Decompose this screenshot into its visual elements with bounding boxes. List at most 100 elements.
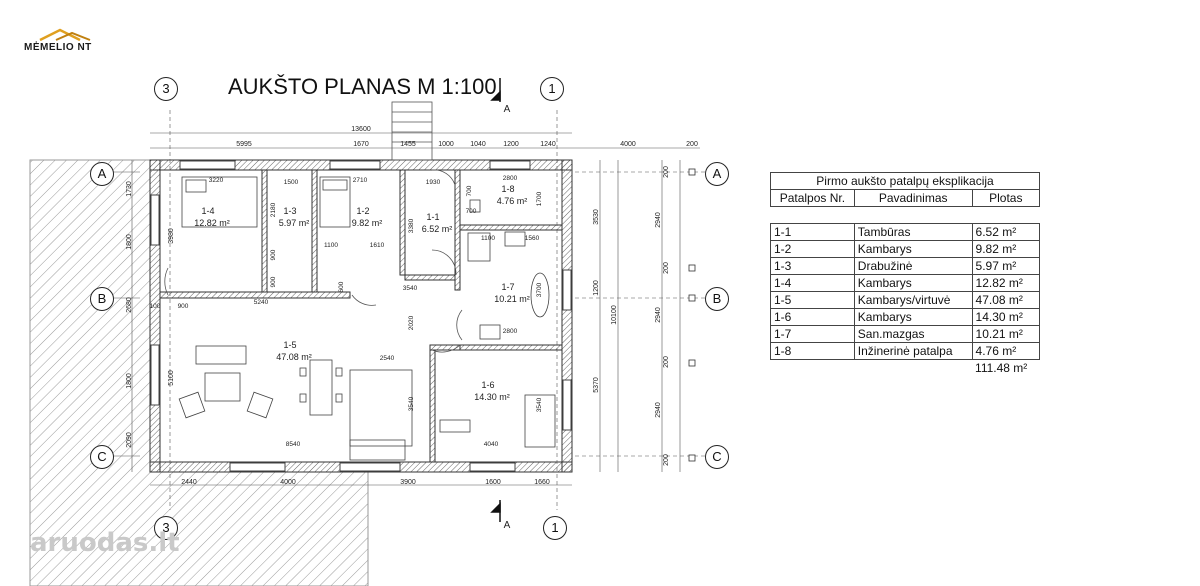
axis-row-a-left: A: [90, 162, 114, 186]
dimension-label: 5100: [168, 370, 175, 386]
room-number-cell: 1-8: [770, 342, 855, 360]
dimension-label: 2940: [655, 307, 662, 323]
room-name-cell: San.mazgas: [853, 325, 973, 343]
furniture: [178, 176, 556, 461]
dimension-label: 2680: [126, 297, 133, 313]
dimension-label: 2710: [353, 177, 368, 184]
dimension-label: 8540: [286, 441, 301, 448]
room-area-label: 14.30 m²: [474, 392, 510, 402]
room-name-cell: Tambūras: [853, 223, 973, 241]
dimension-label: 1800: [126, 373, 133, 389]
column-header: Plotas: [971, 189, 1041, 207]
room-area-cell: 5.97 m²: [971, 257, 1041, 275]
room-area-cell: 14.30 m²: [971, 308, 1041, 326]
dimension-label: 1610: [370, 242, 385, 249]
company-logo: MĖMELIO NT: [24, 28, 114, 58]
dimension-label: 3540: [408, 396, 415, 411]
room-area-label: 6.52 m²: [422, 224, 453, 234]
dimension-label: 1000: [438, 141, 454, 148]
section-mark-label: A: [504, 104, 511, 115]
dimension-label: 900: [270, 249, 277, 260]
room-area-cell: 6.52 m²: [971, 223, 1041, 241]
room-name-cell: Drabužinė: [853, 257, 973, 275]
aruodas-watermark: aruodas.lt: [30, 528, 180, 558]
entrance-steps: [391, 101, 433, 161]
dimension-label: 5240: [254, 299, 269, 306]
dimension-label: 3540: [403, 285, 418, 292]
dimension-label: 1930: [426, 179, 441, 186]
dimension-label: 2540: [380, 355, 395, 362]
dimension-label: 600: [338, 281, 345, 292]
dimension-label: 3980: [168, 228, 175, 244]
room-area-cell: 10.21 m²: [971, 325, 1041, 343]
axis-row-b-left: B: [90, 287, 114, 311]
dimension-label: 1700: [536, 191, 543, 206]
dimension-label: 2090: [126, 432, 133, 448]
dimension-label: 2940: [655, 402, 662, 418]
dimension-label: 10100: [611, 305, 618, 325]
dimension-label: 5370: [593, 377, 600, 393]
dimension-label: 1200: [503, 141, 519, 148]
room-number-cell: 1-2: [770, 240, 855, 258]
door-swings: [164, 169, 463, 353]
room-id-label: 1-1: [426, 212, 439, 222]
room-number-cell: 1-6: [770, 308, 855, 326]
axis-row-c-right: C: [705, 445, 729, 469]
axis-label-top-right: 1: [540, 77, 564, 101]
dimension-label: 3700: [536, 282, 543, 297]
dimension-label: 1455: [400, 141, 416, 148]
dimension-label: 3530: [593, 209, 600, 225]
dimension-label: 3540: [536, 397, 543, 412]
dimension-label: 200: [663, 166, 670, 178]
column-header: Pavadinimas: [853, 189, 973, 207]
room-area-cell: 12.82 m²: [971, 274, 1041, 292]
room-area-cell: 47.08 m²: [971, 291, 1041, 309]
dimension-label: 1670: [353, 141, 369, 148]
dimension-label: 1240: [540, 141, 556, 148]
dimension-label: 4000: [620, 141, 636, 148]
grid-markers: [688, 168, 696, 462]
room-area-label: 4.76 m²: [497, 196, 528, 206]
axis-label-top-left: 3: [154, 77, 178, 101]
dimension-label: 200: [663, 454, 670, 466]
section-mark-label: A: [504, 520, 511, 531]
dimension-label: 13600: [351, 126, 371, 133]
dimension-label: 3380: [408, 218, 415, 233]
dimension-label: 1040: [470, 141, 486, 148]
room-area-label: 47.08 m²: [276, 352, 312, 362]
dimension-label: 5995: [236, 141, 252, 148]
dimension-lines: [112, 110, 705, 510]
dimension-label: 200: [663, 356, 670, 368]
room-number-cell: 1-1: [770, 223, 855, 241]
axis-row-a-right: A: [705, 162, 729, 186]
room-explication-table: Pirmo aukšto patalpų eksplikacija Patalp…: [770, 172, 1041, 376]
roof-logo-icon: [39, 28, 91, 42]
dimension-label: 3900: [400, 479, 416, 486]
dimension-label: 700: [466, 185, 473, 196]
plan-labels: 1-16.52 m²1-29.82 m²1-35.97 m²1-412.82 m…: [126, 104, 698, 531]
dimension-label: 1200: [593, 280, 600, 296]
axis-row-b-right: B: [705, 287, 729, 311]
room-id-label: 1-7: [501, 282, 514, 292]
dimension-label: 200: [663, 262, 670, 274]
room-number-cell: 1-7: [770, 325, 855, 343]
dimension-label: 1600: [485, 479, 501, 486]
column-header: Patalpos Nr.: [770, 189, 855, 207]
dimension-label: 900: [178, 303, 189, 310]
room-area-label: 9.82 m²: [352, 218, 383, 228]
dimension-label: 2800: [503, 175, 518, 182]
dimension-label: 2940: [655, 212, 662, 228]
room-id-label: 1-6: [481, 380, 494, 390]
dimension-label: 1500: [284, 179, 299, 186]
dimension-label: 900: [270, 276, 277, 287]
explication-title: Pirmo aukšto patalpų eksplikacija: [770, 172, 1040, 190]
axis-label-bottom-left: 3: [154, 516, 178, 540]
room-area-label: 10.21 m²: [494, 294, 530, 304]
room-name-cell: Kambarys: [853, 274, 973, 292]
